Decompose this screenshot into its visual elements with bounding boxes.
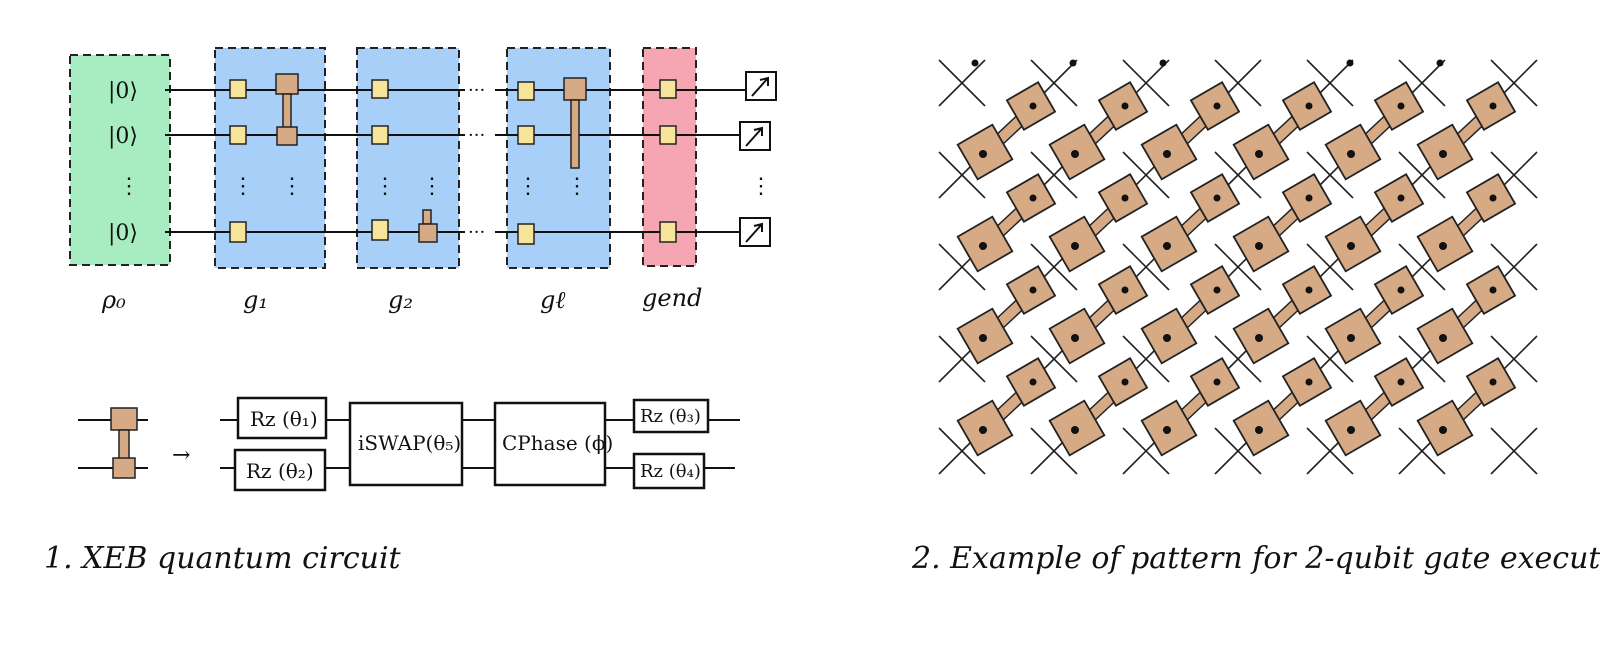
cphase-box bbox=[493, 401, 607, 487]
qubit-dot-top bbox=[1346, 59, 1354, 67]
qubit-dot bbox=[1121, 194, 1129, 202]
qubit-dot bbox=[1121, 286, 1129, 294]
qubit-dot bbox=[1305, 286, 1313, 294]
ket-2: |0⟩ bbox=[108, 124, 138, 149]
qubit-dot-top bbox=[1436, 59, 1444, 67]
qubit-dot bbox=[1255, 426, 1263, 434]
vdots-gla: ⋮ bbox=[517, 174, 539, 199]
qubit-dot bbox=[979, 150, 987, 158]
ket-vdots: ⋮ bbox=[118, 174, 140, 199]
qubit-dot bbox=[1029, 378, 1037, 386]
gate-pattern-lattice bbox=[938, 59, 1538, 475]
qubit-dot bbox=[1397, 286, 1405, 294]
qubit-dot bbox=[1071, 150, 1079, 158]
qubit-dot bbox=[1029, 194, 1037, 202]
qubit-dot bbox=[979, 426, 987, 434]
label-gl: gℓ bbox=[540, 286, 565, 314]
qubit-dot bbox=[1213, 194, 1221, 202]
qubit-dot bbox=[1397, 102, 1405, 110]
qubit-dot bbox=[1121, 102, 1129, 110]
rz1-box bbox=[236, 396, 328, 440]
qubit-wires bbox=[165, 89, 745, 233]
qubit-dot-top bbox=[1159, 59, 1167, 67]
vdots-g2a: ⋮ bbox=[374, 174, 396, 199]
two-qubit-gate-symbol bbox=[78, 407, 148, 479]
iswap-box bbox=[348, 401, 464, 487]
qubit-dot bbox=[1347, 242, 1355, 250]
qubit-dot-top bbox=[1069, 59, 1077, 67]
label-gend: gend bbox=[642, 284, 702, 312]
qubit-dot bbox=[1489, 286, 1497, 294]
hdots-3: ··· bbox=[468, 222, 485, 243]
qubit-dot bbox=[1121, 378, 1129, 386]
qubit-dot bbox=[1305, 378, 1313, 386]
qubit-dot bbox=[1439, 242, 1447, 250]
rz2-label: Rz (θ₂) bbox=[246, 459, 314, 483]
qubit-dot bbox=[1071, 334, 1079, 342]
qubit-dot bbox=[1213, 102, 1221, 110]
rho0-block bbox=[69, 54, 171, 266]
qubit-dot bbox=[1029, 286, 1037, 294]
lattice-link bbox=[938, 59, 986, 107]
lattice-link bbox=[1490, 427, 1538, 475]
qubit-dot bbox=[1213, 286, 1221, 294]
qubit-dot bbox=[1255, 334, 1263, 342]
qubit-dot bbox=[1347, 426, 1355, 434]
qubit-dot bbox=[1163, 334, 1171, 342]
measurement-icons bbox=[739, 71, 777, 247]
xeb-circuit: ··· ··· ··· |0⟩ |0⟩ |0⟩ ⋮ ⋮ ⋮ ⋮ ⋮ ⋮ ⋮ ⋮ bbox=[69, 47, 777, 314]
gate-decomposition: → Rz (θ₁) Rz (θ₂) iSWAP(θ₅) CPhase (ϕ) R… bbox=[78, 396, 740, 492]
qubit-dot bbox=[1347, 334, 1355, 342]
caption-right: 2. Example of pattern for 2-qubit gate e… bbox=[911, 541, 1600, 576]
qubit-dot bbox=[1163, 150, 1171, 158]
single-qubit-gates bbox=[229, 79, 677, 245]
qubit-dot bbox=[1163, 242, 1171, 250]
qubit-dot bbox=[1163, 426, 1171, 434]
vdots-g1a: ⋮ bbox=[232, 174, 254, 199]
vdots-g2b: ⋮ bbox=[421, 174, 443, 199]
vdots-glb: ⋮ bbox=[566, 174, 588, 199]
rz3-box bbox=[632, 398, 710, 434]
rz2-box bbox=[233, 448, 327, 492]
label-g1: g₁ bbox=[243, 286, 268, 314]
hdots-2: ··· bbox=[468, 125, 485, 146]
rz4-label: Rz (θ₄) bbox=[640, 461, 701, 482]
rz4-box bbox=[632, 452, 706, 490]
arrow-icon: → bbox=[172, 443, 190, 468]
label-rho0: ρ₀ bbox=[101, 286, 126, 314]
caption-left: 1. XEB quantum circuit bbox=[44, 541, 402, 576]
qubit-dot bbox=[1305, 102, 1313, 110]
qubit-dot bbox=[1439, 150, 1447, 158]
qubit-dot bbox=[1439, 334, 1447, 342]
vdots-g1b: ⋮ bbox=[281, 174, 303, 199]
ket-3: |0⟩ bbox=[108, 221, 138, 246]
qubit-dot bbox=[1213, 378, 1221, 386]
hdots-1: ··· bbox=[468, 80, 485, 101]
qubit-dot bbox=[1029, 102, 1037, 110]
qubit-dot bbox=[1347, 150, 1355, 158]
qubit-dot bbox=[1397, 194, 1405, 202]
qubit-dot bbox=[979, 334, 987, 342]
label-g2: g₂ bbox=[388, 286, 413, 314]
qubit-dot bbox=[979, 242, 987, 250]
two-qubit-gates bbox=[275, 73, 587, 243]
vdots-meas: ⋮ bbox=[750, 174, 772, 199]
qubit-dot bbox=[1439, 426, 1447, 434]
qubit-dot bbox=[1397, 378, 1405, 386]
ket-1: |0⟩ bbox=[108, 79, 138, 104]
qubit-dot bbox=[1305, 194, 1313, 202]
qubit-dot bbox=[1489, 102, 1497, 110]
qubit-dot-top bbox=[971, 59, 979, 67]
qubit-dot bbox=[1489, 378, 1497, 386]
qubit-dot bbox=[1071, 426, 1079, 434]
rz1-label: Rz (θ₁) bbox=[250, 407, 318, 431]
rz3-label: Rz (θ₃) bbox=[640, 406, 701, 427]
qubit-dot bbox=[1489, 194, 1497, 202]
qubit-dot bbox=[1255, 150, 1263, 158]
cphase-label: CPhase (ϕ) bbox=[502, 431, 613, 455]
qubit-dot bbox=[1071, 242, 1079, 250]
qubit-dot bbox=[1255, 242, 1263, 250]
iswap-label: iSWAP(θ₅) bbox=[358, 431, 461, 455]
